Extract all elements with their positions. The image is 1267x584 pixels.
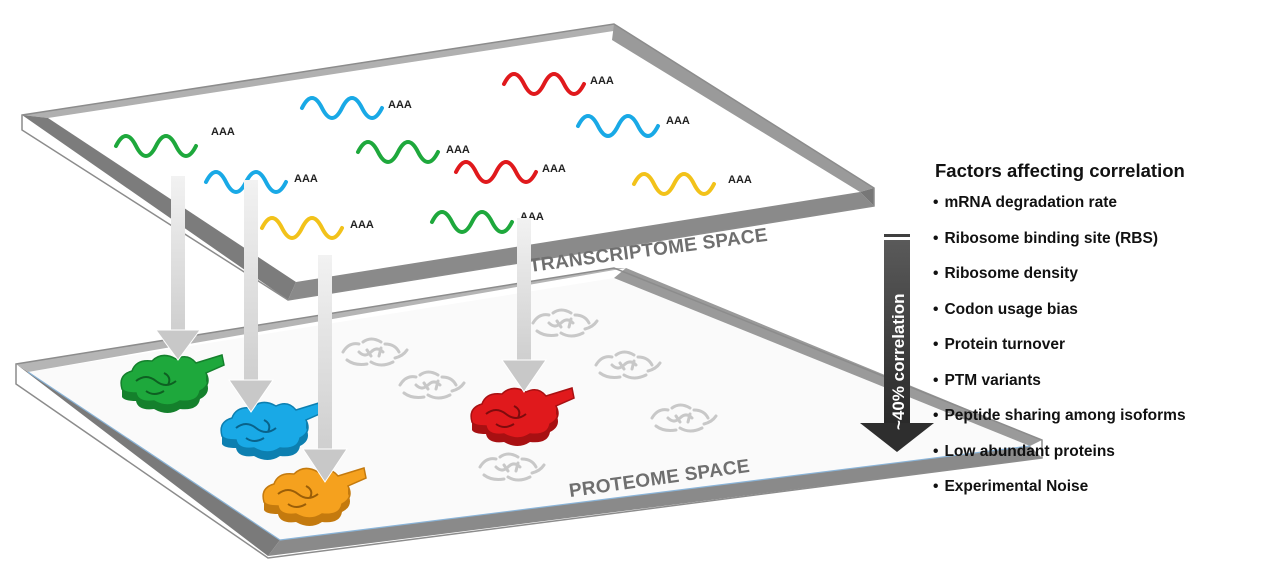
ghost-protein [341, 337, 409, 367]
poly-a-tail: AAA [388, 99, 412, 111]
ghost-protein [531, 308, 599, 338]
translation-arrow [501, 218, 547, 393]
ghost-protein [594, 350, 662, 380]
poly-a-tail: AAA [590, 75, 614, 87]
factor-item: Codon usage bias [933, 301, 1263, 337]
transcriptome-frame [21, 23, 875, 301]
ghost-protein [650, 403, 718, 433]
poly-a-tail: AAA [294, 173, 318, 185]
factor-item: mRNA degradation rate [933, 194, 1263, 230]
factor-item: PTM variants [933, 372, 1263, 408]
correlation-label: ~40% correlation [889, 293, 908, 430]
translation-arrow [155, 176, 201, 361]
translation-arrow [302, 255, 348, 483]
red-protein [470, 387, 575, 446]
mrna-red: AAA [502, 72, 614, 96]
mrna-blue: AAA [576, 114, 690, 138]
translation-arrow [228, 180, 274, 413]
blue-protein [220, 401, 325, 460]
mrna-red: AAA [454, 160, 566, 184]
ghost-protein [478, 452, 546, 482]
factors-title: Factors affecting correlation [935, 160, 1185, 181]
translation-arrows [155, 176, 547, 483]
factor-item: Low abundant proteins [933, 443, 1263, 479]
transcriptome-plane [21, 23, 875, 301]
poly-a-tail: AAA [211, 126, 235, 138]
factor-item: Ribosome density [933, 265, 1263, 301]
poly-a-tail: AAA [542, 163, 566, 175]
poly-a-tail: AAA [728, 174, 752, 186]
mrna-green: AAA [114, 126, 235, 158]
mrna-yellow: AAA [260, 216, 374, 240]
factor-list: mRNA degradation rate Ribosome binding s… [933, 194, 1263, 514]
green-protein [120, 354, 225, 413]
ghost-proteins [341, 308, 718, 482]
factor-item: Protein turnover [933, 336, 1263, 372]
poly-a-tail: AAA [446, 144, 470, 156]
ghost-protein [398, 370, 466, 400]
mrna-transcripts: AAA AAA AAA AAA AAA AAA AAA AAA [114, 72, 752, 240]
mrna-blue: AAA [300, 96, 412, 120]
factors-panel: Factors affecting correlation mRNA degra… [933, 160, 1263, 514]
mrna-green: AAA [356, 140, 470, 164]
mrna-yellow: AAA [632, 172, 752, 196]
orange-protein [262, 467, 367, 526]
factor-item: Ribosome binding site (RBS) [933, 230, 1263, 266]
correlation-arrow: ~40% correlation [860, 234, 934, 452]
poly-a-tail: AAA [350, 219, 374, 231]
factor-item: Experimental Noise [933, 478, 1263, 514]
poly-a-tail: AAA [666, 115, 690, 127]
factor-item: Peptide sharing among isoforms [933, 407, 1263, 443]
